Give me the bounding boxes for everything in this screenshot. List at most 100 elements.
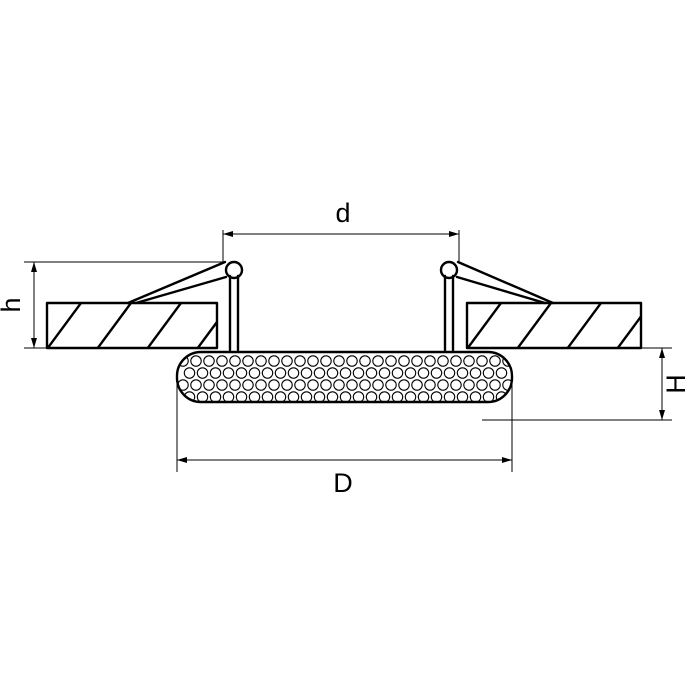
diffuser-crystal-dot: [391, 367, 404, 379]
diffuser-crystal-dot: [469, 391, 482, 402]
diffuser-crystal-dot: [346, 355, 358, 367]
diffuser-crystal-dot: [469, 367, 482, 379]
diffuser-crystal-dot: [203, 379, 215, 391]
diffuser-crystal-dot: [313, 391, 326, 402]
diffuser-crystal-dot: [216, 355, 228, 367]
diffuser-crystal-dot: [456, 367, 469, 379]
crystal-diffuser: [175, 350, 514, 404]
diffuser-crystal-dot: [203, 355, 215, 367]
diffuser-crystal-dot: [268, 379, 280, 391]
diffuser-crystal-dot: [372, 379, 384, 391]
diffuser-crystal-dot: [417, 391, 430, 402]
diffuser-crystal-dot: [450, 355, 462, 367]
diffuser-crystal-dot: [183, 367, 196, 379]
diffuser-crystal-dot: [320, 379, 332, 391]
diffuser-crystal-dot: [235, 391, 248, 402]
dimension-H: H: [482, 347, 690, 421]
diffuser-crystal-dot: [281, 379, 293, 391]
diffuser-crystal-dot: [378, 367, 391, 379]
diffuser-crystal-dot: [365, 391, 378, 402]
diffuser-crystal-dot: [255, 379, 267, 391]
diffuser-crystal-dot: [274, 367, 287, 379]
diffuser-crystal-dot: [287, 367, 300, 379]
diffuser-crystal-dot: [450, 379, 462, 391]
diffuser-crystal-dot: [209, 367, 222, 379]
diffuser-crystal-dot: [242, 355, 254, 367]
label-D: D: [333, 468, 353, 498]
diffuser-crystal-dot: [476, 355, 488, 367]
diffuser-crystal-dot: [294, 379, 306, 391]
label-d: d: [335, 198, 350, 228]
diffuser-crystal-dot: [352, 391, 365, 402]
diffuser-crystal-dot: [463, 379, 475, 391]
diffuser-crystal-dot: [261, 367, 274, 379]
diffuser-crystal-dot: [385, 355, 397, 367]
diffuser-crystal-dot: [359, 355, 371, 367]
diffuser-crystal-dot: [495, 367, 508, 379]
diffuser-crystal-dot: [339, 367, 352, 379]
diffuser-crystal-dot: [476, 379, 488, 391]
diffuser-crystal-dot: [398, 379, 410, 391]
diffuser-crystal-dot: [424, 379, 436, 391]
diffuser-crystal-dot: [196, 391, 209, 402]
diffuser-crystal-dot: [430, 391, 443, 402]
spring-clip-right: [439, 260, 555, 352]
diffuser-crystal-dot: [209, 391, 222, 402]
diffuser-crystal-dot: [190, 379, 202, 391]
diffuser-crystal-dot: [443, 367, 456, 379]
diffuser-crystal-dot: [307, 379, 319, 391]
diffuser-crystal-dot: [391, 391, 404, 402]
diffuser-crystal-dot: [411, 355, 423, 367]
diffuser-crystal-dot: [326, 367, 339, 379]
label-H: H: [661, 374, 690, 394]
diffuser-crystal-dot: [196, 367, 209, 379]
diffuser-crystal-dot: [339, 391, 352, 402]
diffuser-crystal-dot: [333, 355, 345, 367]
diffuser-crystal-dot: [411, 379, 423, 391]
diffuser-crystal-dot: [248, 367, 261, 379]
diffuser-crystal-dot: [456, 391, 469, 402]
diffuser-crystal-dot: [424, 355, 436, 367]
diffuser-crystal-dot: [437, 379, 449, 391]
diffuser-crystal-dot: [463, 355, 475, 367]
diffuser-crystal-dot: [385, 379, 397, 391]
diffuser-crystal-dot: [235, 367, 248, 379]
diffuser-crystal-dot: [372, 355, 384, 367]
spring-clip-left: [126, 260, 244, 352]
diffuser-crystal-dot: [417, 367, 430, 379]
diffuser-crystal-dot: [216, 379, 228, 391]
diffuser-crystal-dot: [268, 355, 280, 367]
dimension-h: h: [0, 261, 226, 349]
diffuser-crystal-dot: [346, 379, 358, 391]
diffuser-crystal-dot: [274, 391, 287, 402]
diffuser-crystal-dot: [326, 391, 339, 402]
diffuser-crystal-dot: [242, 379, 254, 391]
diffuser-crystal-dot: [489, 379, 501, 391]
diffuser-crystal-dot: [287, 391, 300, 402]
diffuser-crystal-dot: [443, 391, 456, 402]
dimension-d: d: [222, 198, 460, 262]
dimension-D: D: [176, 378, 513, 498]
diffuser-crystal-dot: [307, 355, 319, 367]
diffuser-crystal-dot: [430, 367, 443, 379]
diffuser-crystal-dot: [222, 367, 235, 379]
diffuser-crystal-dot: [300, 367, 313, 379]
diffuser-crystal-dot: [437, 355, 449, 367]
diffuser-crystal-dot: [482, 391, 495, 402]
diffuser-crystal-dot: [222, 391, 235, 402]
diffuser-crystal-dot: [333, 379, 345, 391]
diffuser-crystal-dot: [378, 391, 391, 402]
diffuser-crystal-dot: [313, 367, 326, 379]
diffuser-crystal-dot: [482, 367, 495, 379]
diffuser-crystal-dot: [352, 367, 365, 379]
ceiling-panel-left: [45, 301, 219, 350]
diffuser-crystal-dot: [489, 355, 501, 367]
diffuser-crystal-dot: [398, 355, 410, 367]
diffuser-crystal-dot: [229, 379, 241, 391]
diffuser-crystal-dot: [281, 355, 293, 367]
diffuser-crystal-dot: [359, 379, 371, 391]
diffuser-crystal-dot: [261, 391, 274, 402]
diffuser-crystal-dot: [190, 355, 202, 367]
diffuser-crystal-dot: [404, 367, 417, 379]
